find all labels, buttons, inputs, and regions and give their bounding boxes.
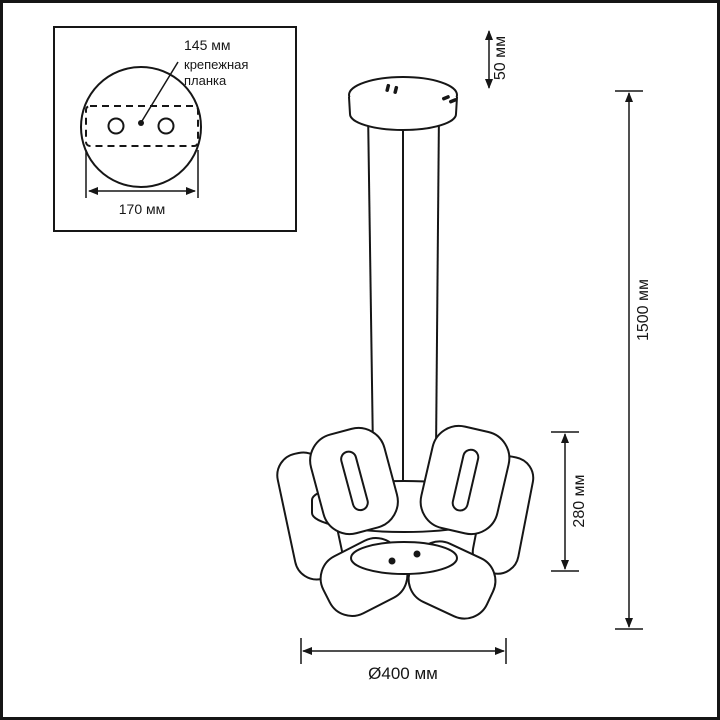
ceiling-canopy <box>348 76 458 131</box>
shade-height-label: 280 мм <box>571 474 588 527</box>
hole-distance-label: 145 мм <box>184 37 231 53</box>
petal-upper-right-slot <box>451 448 480 512</box>
bracket-label-line2: планка <box>184 73 227 88</box>
mounting-inset <box>53 26 297 232</box>
overall-height-label: 1500 мм <box>635 279 652 341</box>
screw-hole-right <box>157 117 175 135</box>
screw-hole-left <box>107 117 125 135</box>
center-mark <box>138 120 144 126</box>
petal-upper-left-slot <box>340 450 369 512</box>
suspension-wires <box>367 109 440 505</box>
drum-dot-left <box>388 557 396 565</box>
wire-left <box>367 109 374 453</box>
inset-panel <box>53 26 297 232</box>
lampshade <box>276 424 535 620</box>
dim-overall-height <box>615 90 643 630</box>
diameter-label: Ø400 мм <box>368 664 438 683</box>
canopy-screws <box>385 83 457 104</box>
dim-shade-height <box>551 431 579 572</box>
dim-diameter <box>300 638 507 664</box>
canopy-height-label: 50 мм <box>492 36 509 80</box>
wire-right <box>435 109 440 453</box>
bracket-label-line1: крепежная <box>184 57 248 72</box>
drum-dot-right <box>413 550 421 558</box>
plate-width-label: 170 мм <box>119 201 166 217</box>
mounting-bracket-dashed <box>85 105 199 147</box>
dimension-diagram: 145 мм крепежная планка 170 мм <box>53 26 652 683</box>
bottom-drum <box>350 541 458 575</box>
leader-line <box>141 61 179 122</box>
canopy-body <box>348 96 458 131</box>
